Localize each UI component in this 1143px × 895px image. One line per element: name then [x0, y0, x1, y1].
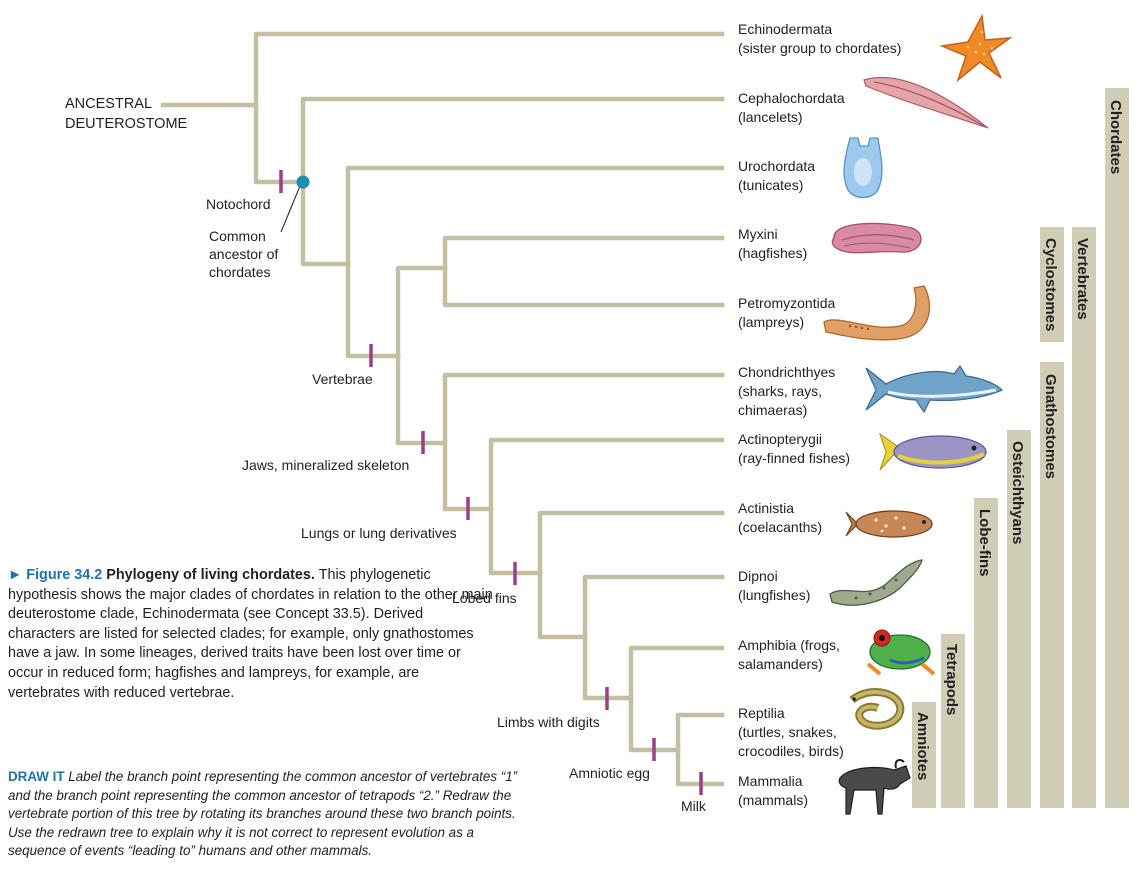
label-notochord: Notochord	[206, 196, 271, 212]
label-limbs: Limbs with digits	[497, 714, 600, 730]
label-vertebrae: Vertebrae	[312, 371, 373, 387]
clade-label-osteichthyans: Osteichthyans	[1009, 441, 1026, 545]
clade-bar-lobe-fins	[974, 498, 998, 808]
coelacanth-icon	[845, 510, 933, 538]
branch-vertebrates	[395, 265, 448, 359]
branch-gnathostomes	[395, 353, 448, 446]
taxon-label-urochordata: Urochordata (tunicates)	[738, 158, 816, 193]
hagfish-icon	[831, 222, 922, 254]
clade-bar-amniotes	[912, 702, 936, 808]
clade-bar-chordates	[1105, 88, 1129, 808]
branch-olfactores	[345, 165, 725, 359]
taxon-label-cephalochordata: Cephalochordata (lancelets)	[738, 90, 845, 125]
clade-label-cyclostomes: Cyclostomes	[1042, 238, 1059, 332]
clade-label-lobe-fins: Lobe-fins	[976, 509, 993, 577]
tunicate-icon	[843, 137, 883, 199]
branch-deuterostome	[253, 31, 725, 185]
caption-title: Phylogeny of living chordates.	[106, 567, 315, 583]
branch-tetrapods	[582, 574, 725, 701]
taxon-label-petromyzontida: Petromyzontida (lampreys)	[738, 295, 836, 330]
draw-it-text: Label the branch point representing the …	[8, 769, 518, 859]
clade-bar-tetrapods	[941, 634, 965, 808]
branch-lobe-fins	[537, 510, 725, 640]
taxon-label-myxini: Myxini (hagfishes)	[738, 226, 808, 261]
clade-bar-osteichthyans	[1007, 430, 1031, 808]
label-amniotic-egg: Amniotic egg	[569, 765, 650, 781]
lungfish-icon	[829, 559, 923, 606]
leader-common-ancestor	[280, 185, 301, 233]
clade-bar-gnathostomes	[1040, 362, 1064, 808]
lamprey-icon	[823, 285, 931, 341]
taxon-label-amphibia: Amphibia (frogs, salamanders)	[738, 637, 840, 672]
taxon-label-reptilia: Reptilia (turtles, snakes, crocodiles, b…	[738, 705, 844, 759]
label-jaws: Jaws, mineralized skeleton	[242, 457, 410, 473]
label-lobed-fins: Lobed fins	[452, 590, 517, 606]
root-label: ANCESTRAL DEUTEROSTOME	[65, 96, 188, 132]
clade-label-chordates: Chordates	[1107, 100, 1124, 175]
clade-label-vertebrates: Vertebrates	[1074, 238, 1091, 320]
ray-finned-fish-icon	[879, 432, 987, 471]
snake-icon	[849, 688, 905, 730]
clade-label-tetrapods: Tetrapods	[943, 644, 960, 716]
caption-body: This phylogenetic hypothesis shows the m…	[8, 567, 493, 701]
clade-bar-vertebrates	[1072, 227, 1096, 808]
caption-figure-number: ► Figure 34.2	[8, 567, 103, 583]
lancelet-icon	[863, 76, 989, 129]
taxon-label-echinodermata: Echinodermata (sister group to chordates…	[738, 21, 902, 56]
figure-caption: ► Figure 34.2 Phylogeny of living chorda…	[8, 566, 493, 703]
draw-it-heading: DRAW IT	[8, 769, 65, 784]
label-milk: Milk	[681, 798, 706, 814]
label-common-ancestor: Common ancestor of chordates	[209, 228, 279, 280]
taxon-label-dipnoi: Dipnoi (lungfishes)	[738, 568, 811, 603]
clade-bar-cyclostomes	[1040, 227, 1064, 342]
taxon-label-mammalia: Mammalia (mammals)	[738, 773, 808, 808]
common-ancestor-node	[296, 175, 310, 189]
taxon-label-chondrichthyes: Chondrichthyes (sharks, rays, chimaeras)	[738, 364, 836, 418]
taxon-label-actinistia: Actinistia (coelacanths)	[738, 500, 823, 535]
wildebeest-icon	[838, 759, 911, 815]
starfish-icon	[939, 14, 1013, 83]
label-lungs: Lungs or lung derivatives	[301, 525, 457, 541]
branch-cyclostomes	[442, 235, 725, 308]
taxon-label-actinopterygii: Actinopterygii (ray-finned fishes)	[738, 431, 851, 466]
draw-it-prompt: DRAW IT Label the branch point represent…	[8, 768, 518, 861]
branch-osteichthyans	[488, 437, 725, 576]
clade-label-gnathostomes: Gnathostomes	[1042, 374, 1059, 480]
frog-icon	[866, 629, 936, 676]
shark-icon	[865, 364, 1004, 414]
clade-label-amniotes: Amniotes	[914, 712, 931, 781]
